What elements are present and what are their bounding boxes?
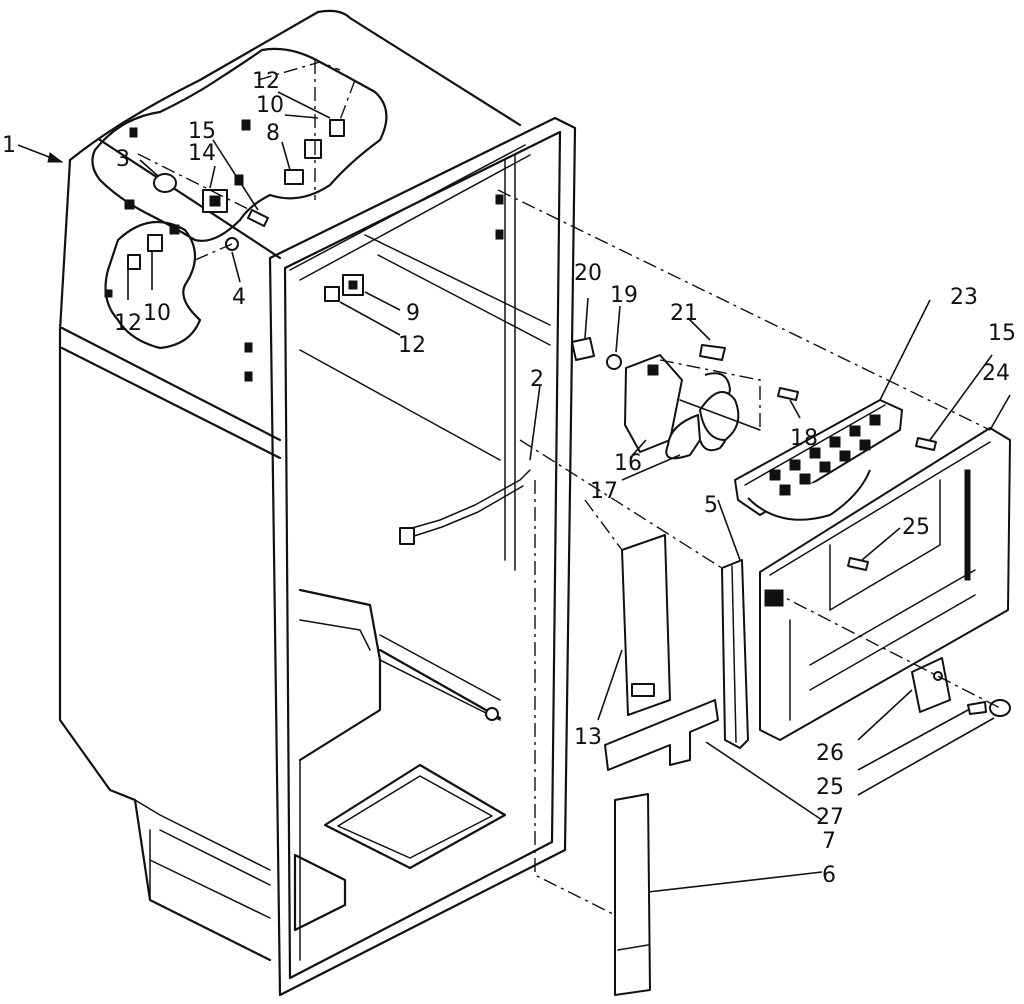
callout-9: 9 xyxy=(406,301,420,326)
callout-27: 27 xyxy=(816,805,844,830)
callout-10-top: 10 xyxy=(256,93,284,118)
fan-motor-assembly xyxy=(571,337,799,460)
callout-12-top: 12 xyxy=(252,69,280,94)
callout-13: 13 xyxy=(574,725,602,750)
callout-12-left: 12 xyxy=(114,311,142,336)
bracket-26 xyxy=(911,657,1011,717)
callout-25-panel: 25 xyxy=(902,515,930,540)
callout-25-bracket: 25 xyxy=(816,775,844,800)
callout-7: 7 xyxy=(822,829,836,854)
callout-17: 17 xyxy=(590,479,618,504)
frame-hinge-clips xyxy=(324,274,364,302)
panel-6 xyxy=(614,793,651,996)
callout-6: 6 xyxy=(822,863,836,888)
callout-24: 24 xyxy=(982,361,1010,386)
callout-12-frame: 12 xyxy=(398,333,426,358)
cabinet-front-frame xyxy=(268,116,577,997)
callout-1: 1 xyxy=(2,133,16,158)
baffle-7 xyxy=(604,699,719,771)
leader-arrows xyxy=(17,91,1011,893)
callout-15-right: 15 xyxy=(988,321,1016,346)
assembly-guide-lines xyxy=(137,60,1001,916)
evaporator-cover-panel xyxy=(759,427,1011,741)
callout-16: 16 xyxy=(614,451,642,476)
callout-4: 4 xyxy=(232,285,246,310)
callout-21: 21 xyxy=(670,301,698,326)
cabinet-liner xyxy=(289,144,551,961)
fan-shroud xyxy=(734,399,937,521)
callout-18: 18 xyxy=(790,426,818,451)
callout-26: 26 xyxy=(816,741,844,766)
callout-23: 23 xyxy=(950,285,978,310)
callout-14: 14 xyxy=(188,141,216,166)
cabinet-top-cutaway xyxy=(91,47,504,382)
callout-20: 20 xyxy=(574,261,602,286)
callout-15-top: 15 xyxy=(188,119,216,144)
callout-19: 19 xyxy=(610,283,638,308)
callout-10-left: 10 xyxy=(143,301,171,326)
callout-2: 2 xyxy=(530,367,544,392)
callout-3: 3 xyxy=(116,147,130,172)
air-duct-13 xyxy=(621,534,671,716)
callout-8: 8 xyxy=(266,121,280,146)
callout-5: 5 xyxy=(704,493,718,518)
side-channel-5 xyxy=(721,559,749,749)
shroud-grille xyxy=(769,414,881,496)
callout-labels: 1 2 3 4 5 6 7 8 9 10 10 12 12 12 13 14 1… xyxy=(2,69,1016,888)
